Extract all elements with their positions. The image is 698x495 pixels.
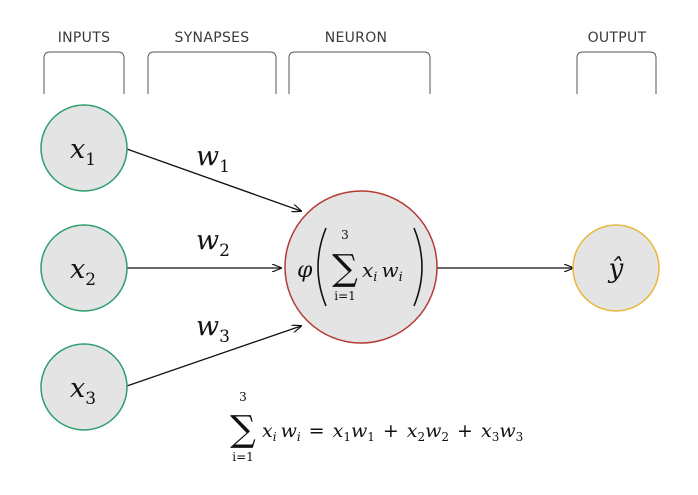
sum-sigma: ∑ [332,248,358,289]
weight-label-1: w1 [196,141,230,177]
bracket-inputs [43,51,125,94]
eq-lower: i=1 [232,450,254,464]
weight-label-2: w2 [196,225,230,261]
output-label: ŷ [608,254,624,284]
input-node-1 [40,104,128,192]
weight-label-3: w3 [196,311,230,347]
bracket-neuron [288,51,431,94]
sum-lower: i=1 [334,289,356,303]
neuron-node [284,190,438,344]
synapse-1 [123,147,301,211]
bracket-synapses [147,51,277,94]
header-inputs: INPUTS [58,30,111,46]
header-output: OUTPUT [588,30,647,46]
input-node-3 [40,343,128,431]
activation-symbol: φ [297,258,313,283]
synapse-3 [123,326,301,388]
input-node-2 [40,224,128,312]
input-label-1: x1 [70,134,96,170]
bracket-output [576,51,657,94]
input-label-3: x3 [70,373,96,409]
sum-upper: 3 [341,228,349,242]
eq-sigma: ∑ [230,409,256,450]
header-neuron: NEURON [325,30,388,46]
output-node [572,224,660,312]
input-label-2: x2 [70,254,96,290]
right-paren [413,227,423,307]
left-paren [317,227,327,307]
eq-upper: 3 [239,390,247,404]
header-synapses: SYNAPSES [175,30,250,46]
